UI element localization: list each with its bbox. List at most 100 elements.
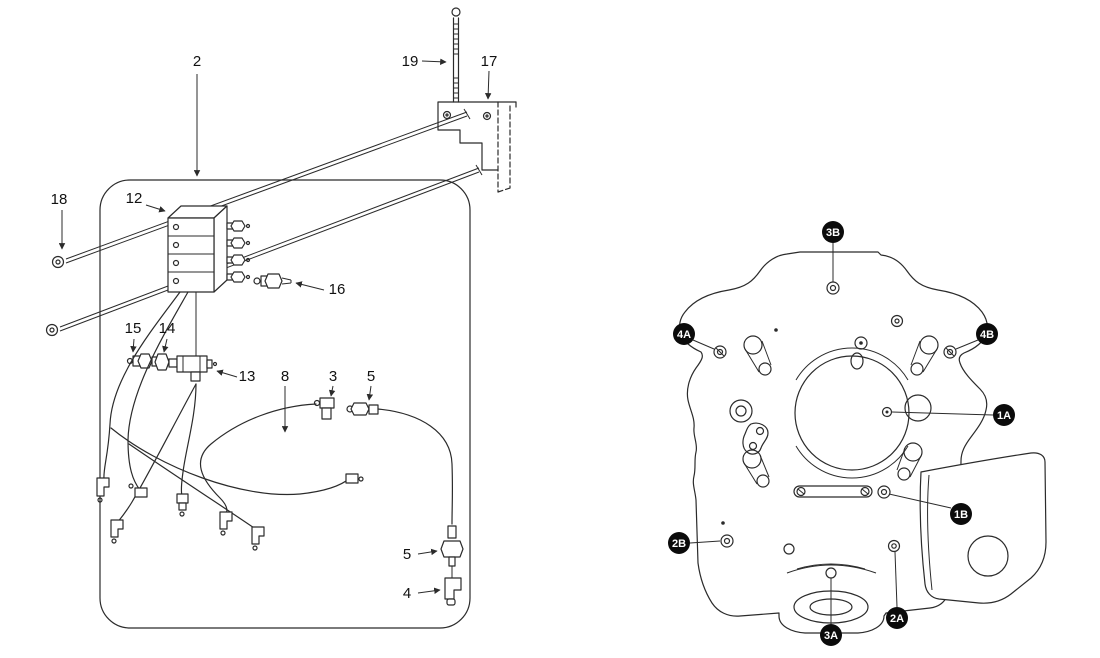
callout-17: 17 [481, 53, 498, 100]
fitting-14 [151, 353, 178, 371]
plate-details [720, 281, 939, 624]
callout-label: 8 [281, 368, 289, 385]
callout-label: 4 [403, 585, 411, 602]
leader-line [689, 540, 721, 544]
hose-to-bottom-fitting [377, 408, 454, 525]
grease-point-3b-mark [826, 281, 840, 295]
leader-line [692, 339, 715, 350]
grease-point-2a-mark [887, 539, 901, 553]
callout-15: 15 [125, 320, 142, 353]
callout-13: 13 [216, 368, 256, 385]
callout-label: 14 [159, 320, 176, 337]
hose-bundle [96, 291, 364, 551]
callout-label: 16 [329, 281, 346, 298]
grease-point-2b-mark [720, 534, 734, 548]
callout-label: 2 [193, 53, 201, 70]
callout-label: 18 [51, 191, 68, 208]
callout-3: 3 [328, 368, 337, 397]
badge-circle [993, 404, 1015, 426]
callout-label: 12 [126, 190, 143, 207]
leader-line [484, 70, 492, 100]
badge-circle [950, 503, 972, 525]
badge-2A: 2A [886, 551, 908, 629]
badge-3B: 3B [822, 221, 844, 282]
badge-label: 4A [677, 329, 691, 341]
grease-manifold [167, 205, 251, 356]
badge-label: 3A [824, 630, 838, 642]
callout-4: 4 [403, 585, 441, 602]
leader-line [417, 587, 441, 595]
badge-label: 4B [980, 329, 994, 341]
callout-12: 12 [126, 190, 166, 213]
screw-4a [713, 345, 727, 359]
badge-label: 2A [890, 613, 904, 625]
badge-label: 2B [672, 538, 686, 550]
callout-16: 16 [295, 281, 346, 298]
leader-line [417, 548, 438, 556]
elbow-fitting-3 [313, 397, 335, 420]
callout-label: 17 [481, 53, 498, 70]
badge-4B: 4B [955, 323, 998, 350]
plate-outline [679, 251, 988, 634]
leader-line [888, 493, 952, 509]
badge-1A: 1A [891, 404, 1015, 426]
callout-label: 13 [239, 368, 256, 385]
badge-circle [886, 607, 908, 629]
leader-line [421, 58, 447, 66]
leader-line [216, 369, 238, 378]
callout-2: 2 [193, 53, 201, 177]
right-plate-diagram: 3B 4A 4B 1A 1B 2B 2A [668, 221, 1047, 646]
leader-line [130, 338, 137, 353]
grease-point-3a-mark [825, 567, 837, 579]
callout-14: 14 [159, 320, 176, 353]
tee-fitting-13 [176, 355, 218, 382]
badge-circle [820, 624, 842, 646]
leader-line [891, 411, 994, 416]
callout-8: 8 [281, 368, 289, 433]
leader-line [366, 385, 374, 401]
grease-point-1b-mark [877, 485, 891, 499]
mounting-bracket [437, 101, 517, 193]
panel-outline [99, 179, 471, 629]
callout-label: 3 [329, 368, 337, 385]
badge-label: 3B [826, 227, 840, 239]
fitting-5-lower [440, 525, 464, 567]
callout-5-upper: 5 [366, 368, 375, 401]
callout-label: 15 [125, 320, 142, 337]
cover-plate-hole [967, 535, 1009, 577]
badge-circle [822, 221, 844, 243]
callout-label: 5 [403, 546, 411, 563]
badge-2B: 2B [668, 532, 721, 554]
badge-circle [673, 323, 695, 345]
elbow-fitting-4 [444, 577, 462, 606]
badge-label: 1B [954, 509, 968, 521]
cover-plate [919, 452, 1047, 604]
screw-4b [943, 345, 957, 359]
hose-end-fittings [96, 473, 364, 551]
callout-19: 19 [402, 53, 447, 70]
leader-line [955, 339, 979, 350]
callout-label: 5 [367, 368, 375, 385]
left-assembly-diagram: 2 19 17 18 12 16 15 14 [45, 7, 517, 629]
badge-1B: 1B [888, 493, 972, 525]
leader-line [145, 204, 166, 213]
badge-3A: 3A [820, 578, 842, 646]
cable-upper [51, 108, 471, 269]
leader-line [162, 338, 169, 353]
cable-lower [45, 164, 483, 337]
badge-4A: 4A [673, 323, 715, 350]
badge-label: 1A [997, 410, 1011, 422]
leader-line [894, 551, 898, 608]
leader-line [295, 281, 325, 291]
grease-point-1a-mark [881, 406, 893, 418]
fitting-5-upper [346, 402, 379, 416]
badge-circle [668, 532, 690, 554]
badge-circle [976, 323, 998, 345]
fitting-16 [253, 273, 292, 289]
leader-line [328, 385, 336, 397]
manifold-fittings [226, 220, 251, 283]
callout-label: 19 [402, 53, 419, 70]
callout-5-lower: 5 [403, 546, 438, 563]
